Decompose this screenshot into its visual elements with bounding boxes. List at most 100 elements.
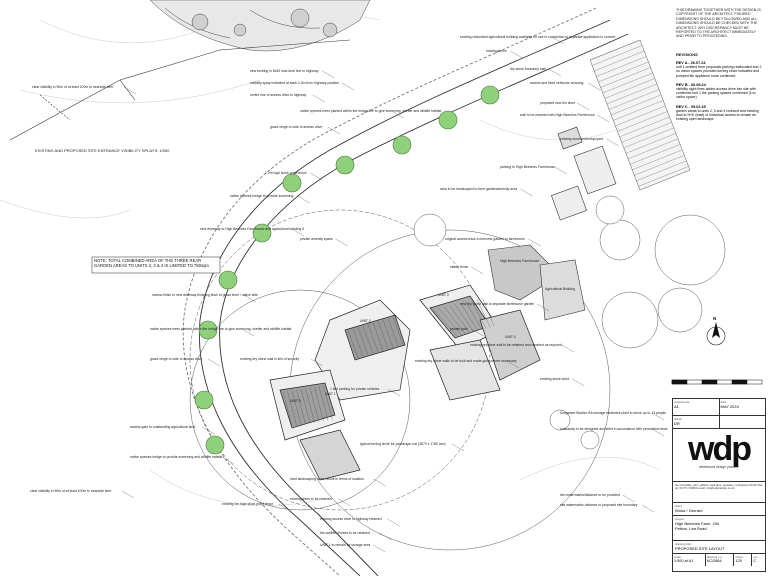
annotation-label: dry stone boundary wall (510, 67, 546, 71)
agricultural-building-hatch (589, 39, 691, 191)
north-label: N (713, 316, 717, 321)
visibility-splay (9, 39, 351, 141)
practice-address: the old stable yard, oldfield, park lane… (673, 482, 765, 503)
annotation-label: parking to High Beeches Farmhouse (500, 165, 555, 169)
north-arrow: N (706, 316, 726, 346)
annotation-label: private amenity space (300, 237, 333, 241)
date-value-top: MAY 2024 (720, 404, 739, 409)
revision-value: C (753, 559, 757, 563)
revision-code: REV B - 06.08.24 (676, 82, 706, 87)
revision-code: REV A - 26.07.24 (676, 61, 706, 65)
drawn-label: drawn (674, 417, 683, 421)
annotation-label: new kerbing in 8x30 max kerb line to hig… (250, 69, 319, 73)
revision-text: unit 1 omitted from proposals parking re… (676, 65, 762, 78)
unit-label: UNIT 5 (290, 399, 301, 403)
drawing-heading: EXISTING AND PROPOSED SITE ENTRANCE VISI… (35, 148, 170, 153)
annotation-label: native species hedge to provide screenin… (130, 455, 222, 459)
original-size-label: original size (674, 400, 690, 404)
proposed-tree (252, 223, 272, 243)
annotation-label: dim watermarks/distance to be provided (560, 493, 620, 497)
annotation-label: private path (450, 327, 468, 331)
annotation-label: visibility splay indicated at back 2.4m … (250, 81, 339, 85)
revision-label: rev (753, 555, 758, 559)
annotation-label: native species trees planted within the … (300, 109, 441, 113)
unit-roof-hatching (282, 298, 495, 427)
annotation-label: new driveway to High Beeches Farmhouse a… (200, 227, 304, 231)
unit-label: UNIT 1 (325, 392, 336, 396)
proposed-tree (392, 135, 412, 155)
annotation-label: 1.2m high stock proof fence (265, 171, 307, 175)
proposed-tree (282, 173, 302, 193)
annotation-label: access gate to outstanding agricultural … (130, 425, 195, 429)
revisions-title: REVISIONS (676, 52, 698, 57)
annotation-label: soakaway to be designed and sited in acc… (560, 427, 668, 431)
project-label: project (675, 517, 685, 521)
existing-trees (413, 195, 726, 450)
sheet-label: sheet (735, 555, 743, 559)
project-value: High Beeches Farm, Old Feltion, Lea Road (675, 521, 719, 531)
annotation-label: Klargester Biodisc BA sewage treatment p… (560, 411, 666, 415)
sheet-value: 125 (735, 559, 742, 563)
unit-label: High Beeches Farmhouse (500, 259, 539, 263)
annotation-label: access and fixed vehicular crossing (530, 81, 583, 85)
revision-text: garden areas to units 2, 3 and 4 reduced… (676, 108, 759, 122)
note-text: NOTE: TOTAL COMBINED AREA OF THE THREE R… (94, 258, 209, 268)
revision-code: REV C - 05.02.25 (676, 104, 706, 109)
annotation-label: centre line of access drive to highway (250, 93, 307, 97)
scale-bar (671, 379, 763, 385)
proposed-trees-row (194, 85, 500, 455)
drawing-title-label: drawing title (675, 542, 692, 546)
drawing-title-value: PROPOSED SITE LAYOUT (675, 546, 725, 551)
unit-labels: UNIT 1 UNIT 2 UNIT 3 UNIT 4 UNIT 5 High Beech… (290, 259, 575, 403)
drawn-by-value: DR (674, 421, 680, 426)
annotation-label: existing dry stone walls to be built and… (415, 359, 517, 363)
annotation-label: existing stone shed (540, 377, 569, 381)
annotation-label: narrow finish to new driveway finishing … (152, 293, 258, 297)
unit-label: UNIT 3 (438, 293, 449, 297)
annotation-label: UNIT 1 to remain as storage area (320, 543, 370, 547)
client-value: Wood / Gerrard (675, 508, 703, 513)
proposed-tree (205, 435, 225, 455)
proposed-tree (218, 270, 238, 290)
proposed-tree (438, 110, 458, 130)
annotation-label: original access track to become garden t… (445, 237, 525, 241)
scale-value: 1:500 at A1 (674, 559, 694, 563)
annotation-label: native species trees planted within the … (150, 327, 291, 331)
client-label: client (675, 504, 683, 508)
annotation-label: grass verge to side of access drive (150, 357, 202, 361)
proposed-tree (198, 320, 218, 340)
annotation-label: existing redundant agricultural building… (460, 35, 615, 39)
annotation-label: existing 1m high stock proof fence (222, 502, 273, 506)
plan-annotations: clear visibility in 90m of at least 100m… (30, 35, 668, 547)
annotation-label: existing drystone wall to be retained an… (470, 343, 562, 347)
copyright-note: THIS DRAWING TOGETHER WITH THE DESIGN IS… (676, 8, 761, 39)
proposed-tree (335, 155, 355, 175)
practice-logo: wdp (688, 430, 752, 468)
annotation-label: site watermarks distance to proposed sit… (560, 503, 638, 507)
annotation-label: existing trees to be retained (290, 497, 332, 501)
annotation-label: hard landscaping to be rebuilt in terms … (290, 477, 364, 481)
annotation-label: existing dry stone wall in lies of secur… (240, 357, 299, 361)
drawing-number-label: drawing no. (706, 555, 723, 559)
annotation-label: the wildlife of trees to be retained (320, 531, 370, 535)
annotation-label: clear visibility in 90m of at least 100m… (30, 489, 112, 493)
scale-label: scale (674, 555, 682, 559)
original-size-value: A1 (674, 404, 679, 409)
annotation-label: area to be landscaped to form garden/ame… (440, 187, 517, 191)
unit-label: UNIT 2 (360, 319, 371, 323)
unit-label: UNIT 4 (505, 335, 516, 339)
annotation-label: 1 line parking for private vehicles (330, 387, 380, 391)
drawing-number-value: KC/2864 (706, 559, 722, 563)
title-block: original size A1 date MAY 2024 drawn DR … (672, 398, 766, 572)
unit-label: Agricultural Building (545, 287, 575, 291)
annotation-label: typical turning circle for passenger car… (360, 442, 446, 446)
farmhouse-cluster (487, 126, 617, 321)
proposed-tree (480, 85, 500, 105)
proposed-tree (194, 390, 214, 410)
